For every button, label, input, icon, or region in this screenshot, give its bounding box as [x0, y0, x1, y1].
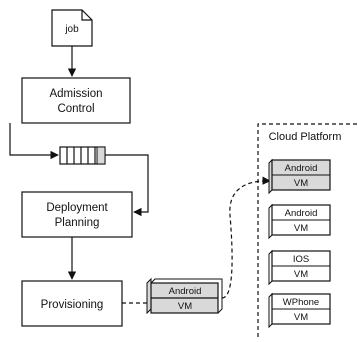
cloud-vm-os: Android: [285, 208, 318, 219]
job-document-icon: job: [51, 9, 93, 47]
cloud-vm-label: VM: [294, 178, 308, 189]
arrow-admission-to-queue: [9, 123, 59, 160]
cloud-vm-label: VM: [294, 312, 308, 323]
provisioned-vm-stack: Android VM: [146, 277, 223, 315]
cloud-vm-os: Android: [285, 163, 318, 174]
dashed-link-to-cloud-vm: [221, 176, 271, 299]
cloud-platform-region: Cloud Platform: [257, 123, 358, 337]
cloud-platform-title: Cloud Platform: [269, 131, 342, 143]
provisioned-vm-os: Android: [169, 286, 202, 297]
cloud-vm-stack: IOS VM: [268, 249, 331, 286]
queue-icon: [59, 146, 106, 165]
provisioned-vm-label: VM: [178, 301, 192, 312]
provisioning-label: Provisioning: [41, 299, 104, 311]
arrow-queue-to-planning: [105, 154, 149, 217]
job-label: job: [64, 24, 79, 35]
provisioning-box: Provisioning: [21, 280, 123, 327]
cloud-vm-label: VM: [294, 223, 308, 234]
cloud-vm-os: IOS: [293, 254, 309, 265]
cloud-vm-label: VM: [294, 269, 308, 280]
cloud-vm-os: WPhone: [283, 297, 319, 308]
